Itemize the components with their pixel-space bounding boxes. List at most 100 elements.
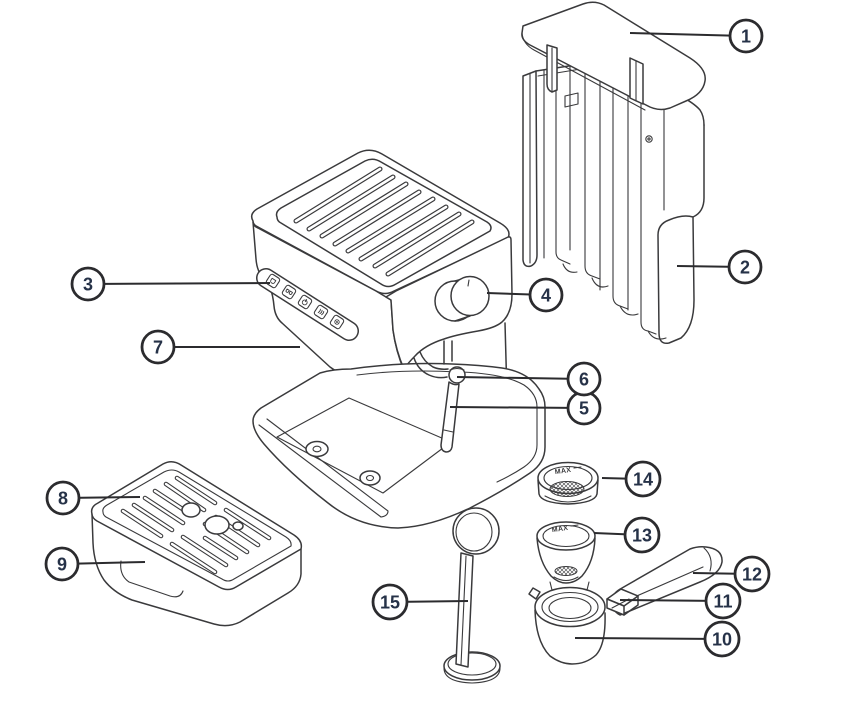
basket13-bottom-line xyxy=(553,576,579,582)
callout-12-number: 12 xyxy=(742,565,762,585)
tank-right-edge xyxy=(692,124,705,218)
callout-14-ring xyxy=(624,460,662,498)
cup-notch-left xyxy=(549,581,553,591)
drain-boss-left xyxy=(305,440,329,458)
leader-line-10 xyxy=(574,637,723,640)
cup-ear xyxy=(528,587,541,600)
basket14-max-line xyxy=(573,466,582,469)
callout-14: 14 xyxy=(624,460,662,498)
water-tank xyxy=(522,61,705,345)
basket13-mesh xyxy=(554,566,578,576)
callout-9-number: 9 xyxy=(57,555,67,575)
lid-thickness xyxy=(521,32,646,111)
callout-9-ring xyxy=(44,546,80,582)
tray-grid-hole-tiny xyxy=(232,521,244,531)
callout-13: 13 xyxy=(623,516,661,554)
base-rim-inner-back xyxy=(356,370,459,376)
callout-13-number: 13 xyxy=(632,526,652,546)
basket14-mesh xyxy=(549,481,585,497)
basket13-body xyxy=(536,537,596,584)
drain-hole-left xyxy=(312,445,322,453)
callout-6-number: 6 xyxy=(579,370,589,390)
drain-boss-right xyxy=(359,470,381,486)
cup-notch-right xyxy=(586,581,590,591)
handle-end-cap xyxy=(703,547,712,572)
knob-indicator xyxy=(467,279,470,287)
callout-7: 7 xyxy=(140,329,176,365)
knob-bottom-edge xyxy=(454,315,471,322)
knob-face xyxy=(450,275,490,317)
callout-3-ring xyxy=(70,266,106,302)
callout-7-number: 7 xyxy=(153,338,163,358)
leader-line-3 xyxy=(87,282,271,285)
callout-3: 3 xyxy=(70,266,106,302)
lid-top-face xyxy=(521,1,706,111)
control-panel xyxy=(256,268,359,341)
machine-base xyxy=(252,362,546,529)
steam-wand xyxy=(413,340,466,453)
basket13-rim-inner xyxy=(542,524,590,548)
filter-basket-single: MAX xyxy=(536,521,596,584)
tray-grid-hole-small xyxy=(181,502,201,518)
callout-6-ring xyxy=(566,361,602,397)
callout-11-number: 11 xyxy=(713,592,732,612)
callout-8-ring xyxy=(45,480,81,516)
callout-14-number: 14 xyxy=(633,470,653,490)
portafilter-cup xyxy=(528,581,606,665)
callout-12: 12 xyxy=(733,555,771,593)
callout-13-ring xyxy=(623,516,661,554)
leader-line-5 xyxy=(449,406,585,409)
callout-1-number: 1 xyxy=(741,27,751,47)
callout-2: 2 xyxy=(727,249,763,285)
callout-12-ring xyxy=(733,555,771,593)
scoop-bowl-inner xyxy=(455,512,493,552)
steam-knob xyxy=(434,275,490,322)
callout-15-ring xyxy=(371,583,409,621)
tank-front-panel xyxy=(657,215,695,345)
drip-bay-lip-inner xyxy=(266,418,389,518)
callout-15-number: 15 xyxy=(380,593,400,613)
basket14-max-label: MAX xyxy=(554,467,571,476)
cup-seat xyxy=(548,596,592,620)
warming-plate-border xyxy=(275,158,492,288)
body-top-face xyxy=(250,149,510,295)
leader-line-6 xyxy=(456,376,585,380)
basket13-rim xyxy=(536,521,596,551)
button-power xyxy=(297,294,313,310)
base-outline xyxy=(252,362,546,529)
drip-tray xyxy=(90,461,303,627)
drip-bay-lip-outer xyxy=(258,424,382,518)
callout-4-number: 4 xyxy=(541,286,551,306)
leader-line-1 xyxy=(629,32,747,37)
tray-grid-inner-border xyxy=(102,469,292,582)
tamper-base xyxy=(443,651,501,681)
callouts: 1 2 3 4 5 6 7 8 xyxy=(44,18,771,658)
wand-supply-pipe-inner xyxy=(419,351,449,370)
callout-5-number: 5 xyxy=(579,399,589,419)
cup-rim xyxy=(534,586,606,628)
basket13-max-line xyxy=(570,524,579,527)
warming-plate-ribs xyxy=(293,166,475,277)
wand-tip-joint xyxy=(443,429,454,433)
machine-body xyxy=(250,149,513,397)
wand-tube xyxy=(440,381,460,453)
callout-6: 6 xyxy=(566,361,602,397)
filter-basket-double: MAX xyxy=(537,461,599,505)
callout-4-ring xyxy=(528,277,564,313)
button-espresso-double xyxy=(281,284,297,300)
callout-9: 9 xyxy=(44,546,80,582)
callout-1-ring xyxy=(728,18,764,54)
wand-ball-joint xyxy=(448,366,466,384)
latch-side xyxy=(623,595,639,616)
tamper-stem-line xyxy=(460,555,467,666)
button-espresso-single xyxy=(265,273,281,289)
tray-front-notch xyxy=(120,560,184,598)
tamper-stem xyxy=(455,552,474,668)
tray-grid-hole-large xyxy=(204,515,230,535)
cup-rim-inner xyxy=(541,591,599,623)
callout-5: 5 xyxy=(566,390,602,426)
callout-10-number: 10 xyxy=(712,630,732,650)
callout-11: 11 xyxy=(704,582,742,620)
